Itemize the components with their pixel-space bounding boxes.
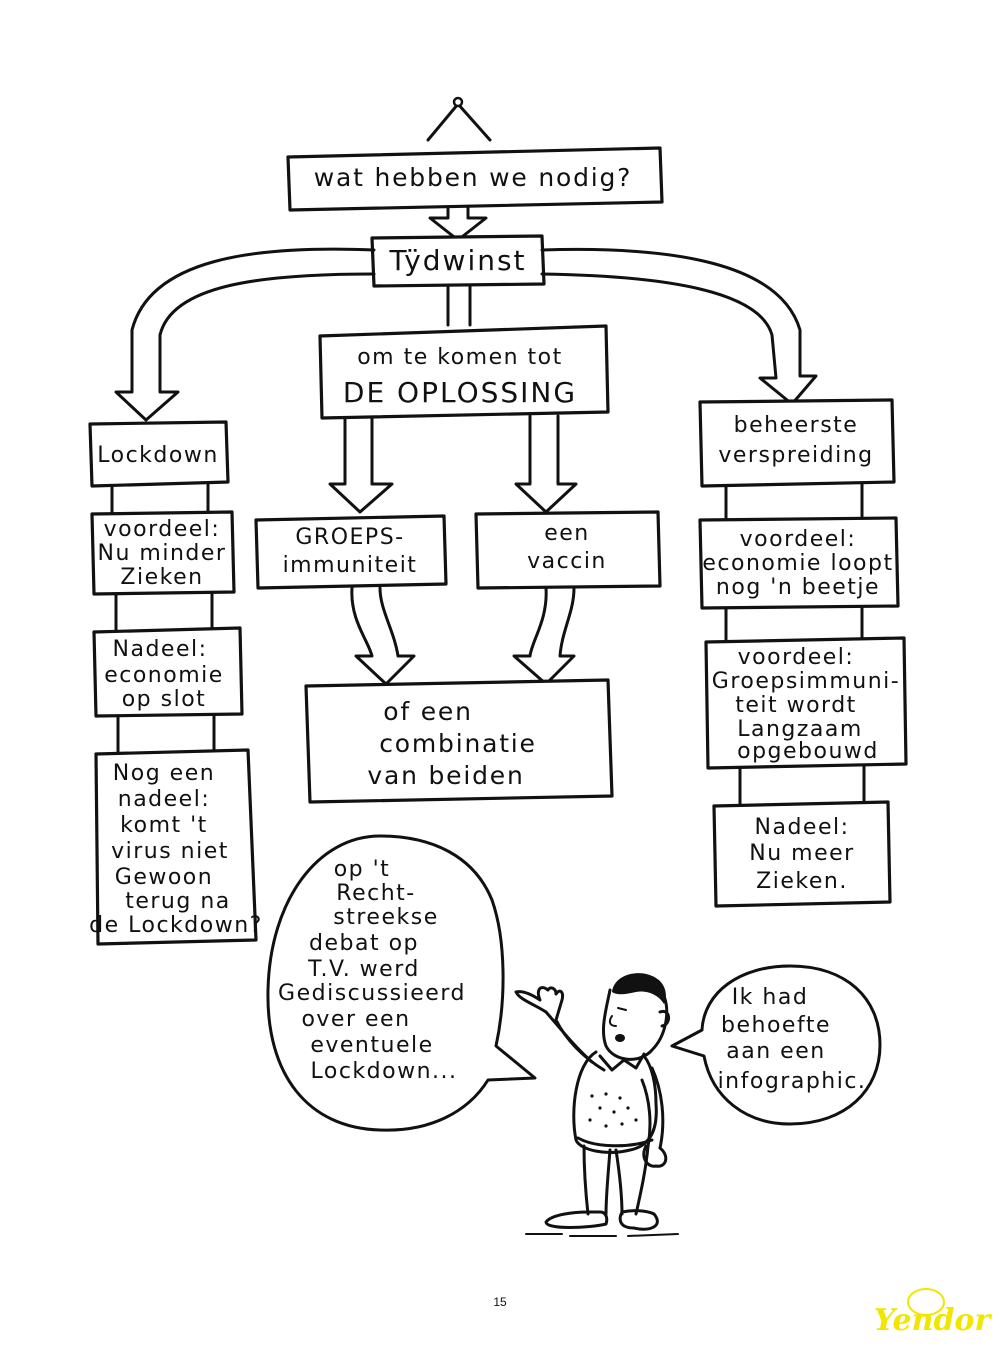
arrow-root-to-oplossing xyxy=(446,284,472,327)
beheerste-title-line-1: beheerste xyxy=(734,413,859,438)
option-vaccin-box: een vaccin xyxy=(474,510,662,590)
combination-line-2: combinatie xyxy=(379,729,537,758)
bubble-left-line-6: Gediscussieerd xyxy=(278,981,466,1006)
lockdown-extra-line-4: virus niet xyxy=(111,839,229,864)
arrow-root-to-beheerste xyxy=(540,247,818,406)
bubble-left-line-5: T.V. werd xyxy=(307,957,420,982)
beheerste-extra-line-5: opgebouwd xyxy=(737,739,879,764)
bubble-right-line-1: Ik had xyxy=(732,985,809,1010)
lockdown-second-disadvantage-box: Nog een nadeel: komt 't virus niet Gewoo… xyxy=(89,748,263,946)
bubble-right-line-2: behoefte xyxy=(721,1013,831,1038)
bubble-right-line-4: infographic. xyxy=(718,1069,867,1094)
combination-line-1: of een xyxy=(383,697,472,726)
root-text: Tÿdwinst xyxy=(388,244,526,277)
beheerste-second-advantage-box: voordeel: Groepsimmuni- teit wordt Langz… xyxy=(704,636,908,770)
bubble-left-line-8: eventuele xyxy=(310,1033,433,1058)
option-1-line-1: GROEPS- xyxy=(295,525,404,550)
beheerste-advantage-line-2: economie loopt xyxy=(702,551,893,576)
bubble-right-line-3: aan een xyxy=(726,1039,825,1064)
lockdown-extra-line-3: komt 't xyxy=(120,813,208,838)
solution-line-1: om te komen tot xyxy=(357,345,563,370)
bubble-left-line-9: Lockdown... xyxy=(310,1059,457,1084)
speech-bubble-left: op 't Recht- streekse debat op T.V. werd… xyxy=(266,834,537,1132)
combination-box: of een combinatie van beiden xyxy=(304,678,614,804)
beheerste-disadvantage-line-2: Nu meer xyxy=(749,841,854,866)
lockdown-advantage-line-3: Zieken xyxy=(120,565,203,590)
bubble-left-line-3: streekse xyxy=(333,905,438,930)
solution-line-2: DE OPLOSSING xyxy=(343,376,577,409)
arrow-solution-to-vaccin xyxy=(514,414,578,514)
option-2-line-1: een xyxy=(544,521,590,546)
arrow-groepsimmuniteit-to-combination xyxy=(350,586,416,686)
lockdown-disadvantage-line-1: Nadeel: xyxy=(113,637,208,662)
speech-bubble-right: Ik had behoefte aan een infographic. xyxy=(670,964,882,1126)
lockdown-extra-line-5: Gewoon xyxy=(115,865,213,890)
beheerste-disadvantage-line-3: Zieken. xyxy=(756,869,848,894)
lockdown-advantage-line-1: voordeel: xyxy=(104,517,221,542)
beheerste-disadvantage-line-1: Nadeel: xyxy=(755,815,850,840)
beheerste-advantage-line-3: nog 'n beetje xyxy=(716,575,880,600)
combination-line-3: van beiden xyxy=(367,761,524,790)
yendor-logo-text: Yendor xyxy=(874,1303,993,1338)
lockdown-box: Lockdown xyxy=(88,420,230,488)
option-groepsimmuniteit-box: GROEPS- immuniteit xyxy=(254,514,448,590)
lockdown-advantage-line-2: Nu minder xyxy=(98,541,227,566)
bubble-left-line-7: over een xyxy=(301,1007,410,1032)
beheerste-extra-line-3: teit wordt xyxy=(735,693,857,718)
beheerste-extra-line-1: voordeel: xyxy=(738,645,855,670)
beheerste-advantage-box: voordeel: economie loopt nog 'n beetje xyxy=(698,516,900,610)
beheerste-extra-line-2: Groepsimmuni- xyxy=(712,669,900,694)
arrow-solution-to-groepsimmuniteit xyxy=(328,416,394,514)
lockdown-disadvantage-line-3: op slot xyxy=(122,687,207,712)
option-2-line-2: vaccin xyxy=(527,549,607,574)
cartoon-character xyxy=(514,973,679,1237)
beheerste-extra-line-4: Langzaam xyxy=(737,717,863,742)
page-number: 15 xyxy=(493,1295,507,1309)
arrow-root-to-lockdown xyxy=(114,247,376,422)
beheerste-verspreiding-box: beheerste verspreiding xyxy=(698,398,896,488)
lockdown-title: Lockdown xyxy=(97,443,219,468)
yendor-logo: Yendor xyxy=(874,1288,993,1338)
lockdown-extra-line-7: de Lockdown? xyxy=(89,913,263,938)
lockdown-extra-line-6: terug na xyxy=(125,889,231,914)
solution-box: om te komen tot DE OPLOSSING xyxy=(318,324,610,420)
beheerste-title-line-2: verspreiding xyxy=(718,443,873,468)
bubble-left-line-4: debat op xyxy=(309,931,419,956)
hanging-hook xyxy=(426,96,492,142)
beheerste-disadvantage-box: Nadeel: Nu meer Zieken. xyxy=(712,800,892,908)
title-text: wat hebben we nodig? xyxy=(314,163,633,192)
lockdown-extra-line-1: Nog een xyxy=(113,761,215,786)
title-box: wat hebben we nodig? xyxy=(286,146,664,212)
bubble-left-line-2: Recht- xyxy=(336,881,415,906)
root-box: Tÿdwinst xyxy=(370,234,546,288)
lockdown-advantage-box: voordeel: Nu minder Zieken xyxy=(90,510,236,596)
lockdown-disadvantage-box: Nadeel: economie op slot xyxy=(92,626,244,718)
option-1-line-2: immuniteit xyxy=(283,553,418,578)
arrow-vaccin-to-combination xyxy=(512,586,576,686)
lockdown-extra-line-2: nadeel: xyxy=(118,787,210,812)
beheerste-advantage-line-1: voordeel: xyxy=(740,527,857,552)
bubble-left-line-1: op 't xyxy=(334,857,391,882)
lockdown-disadvantage-line-2: economie xyxy=(104,663,224,688)
